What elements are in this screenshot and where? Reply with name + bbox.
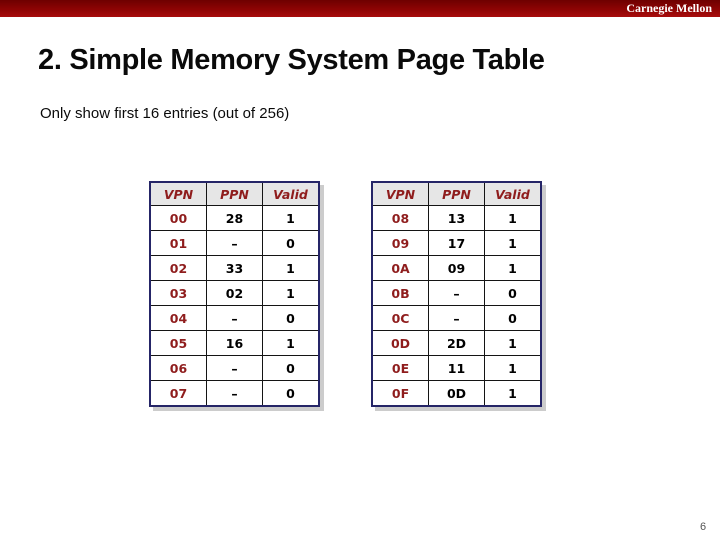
slide-subtitle: Only show first 16 entries (out of 256): [40, 105, 290, 122]
table-header-row: VPN PPN Valid: [371, 181, 542, 206]
table-row: 01–0: [149, 230, 320, 256]
brand-label: Carnegie Mellon: [626, 1, 712, 15]
vpn-cell: 03: [149, 280, 207, 306]
vpn-cell: 01: [149, 230, 207, 256]
table-row: 0C–0: [371, 305, 542, 331]
table-row: 07–0: [149, 380, 320, 407]
ppn-cell: –: [206, 230, 263, 256]
valid-cell: 0: [262, 305, 320, 331]
carnegie-mellon-banner: Carnegie Mellon: [0, 0, 720, 17]
valid-cell: 1: [262, 255, 320, 281]
table-row: 04–0: [149, 305, 320, 331]
valid-cell: 1: [484, 205, 542, 231]
vpn-cell: 0B: [371, 280, 429, 306]
vpn-cell: 04: [149, 305, 207, 331]
valid-cell: 0: [262, 380, 320, 407]
vpn-cell: 09: [371, 230, 429, 256]
vpn-cell: 02: [149, 255, 207, 281]
column-header-ppn: PPN: [428, 181, 485, 206]
table-row: 0B–0: [371, 280, 542, 306]
ppn-cell: 17: [428, 230, 485, 256]
column-header-valid: Valid: [484, 181, 542, 206]
vpn-cell: 0C: [371, 305, 429, 331]
vpn-cell: 08: [371, 205, 429, 231]
valid-cell: 1: [484, 255, 542, 281]
valid-cell: 1: [262, 280, 320, 306]
column-header-vpn: VPN: [371, 181, 429, 206]
vpn-cell: 00: [149, 205, 207, 231]
valid-cell: 0: [484, 305, 542, 331]
ppn-cell: 11: [428, 355, 485, 381]
vpn-cell: 06: [149, 355, 207, 381]
table-header-row: VPN PPN Valid: [149, 181, 320, 206]
valid-cell: 1: [484, 355, 542, 381]
ppn-cell: 0D: [428, 380, 485, 407]
column-header-ppn: PPN: [206, 181, 263, 206]
table-header-row: VPN PPN Valid: [149, 181, 320, 206]
valid-cell: 0: [262, 230, 320, 256]
vpn-cell: 0E: [371, 355, 429, 381]
ppn-cell: 02: [206, 280, 263, 306]
vpn-cell: 0A: [371, 255, 429, 281]
table-row: 06–0: [149, 355, 320, 381]
valid-cell: 1: [484, 230, 542, 256]
slide-title: 2. Simple Memory System Page Table: [38, 44, 545, 76]
valid-cell: 1: [484, 380, 542, 407]
ppn-cell: 09: [428, 255, 485, 281]
vpn-cell: 0F: [371, 380, 429, 407]
ppn-cell: –: [206, 380, 263, 407]
ppn-cell: 2D: [428, 330, 485, 356]
valid-cell: 1: [484, 330, 542, 356]
ppn-cell: –: [206, 355, 263, 381]
page-number: 6: [700, 521, 707, 533]
ppn-cell: 28: [206, 205, 263, 231]
column-header-valid: Valid: [262, 181, 320, 206]
valid-cell: 0: [484, 280, 542, 306]
valid-cell: 0: [262, 355, 320, 381]
ppn-cell: 33: [206, 255, 263, 281]
ppn-cell: 16: [206, 330, 263, 356]
vpn-cell: 07: [149, 380, 207, 407]
vpn-cell: 05: [149, 330, 207, 356]
valid-cell: 1: [262, 330, 320, 356]
ppn-cell: 13: [428, 205, 485, 231]
vpn-cell: 0D: [371, 330, 429, 356]
ppn-cell: –: [206, 305, 263, 331]
column-header-vpn: VPN: [149, 181, 207, 206]
table-header-row: VPN PPN Valid: [371, 181, 542, 206]
ppn-cell: –: [428, 305, 485, 331]
ppn-cell: –: [428, 280, 485, 306]
valid-cell: 1: [262, 205, 320, 231]
